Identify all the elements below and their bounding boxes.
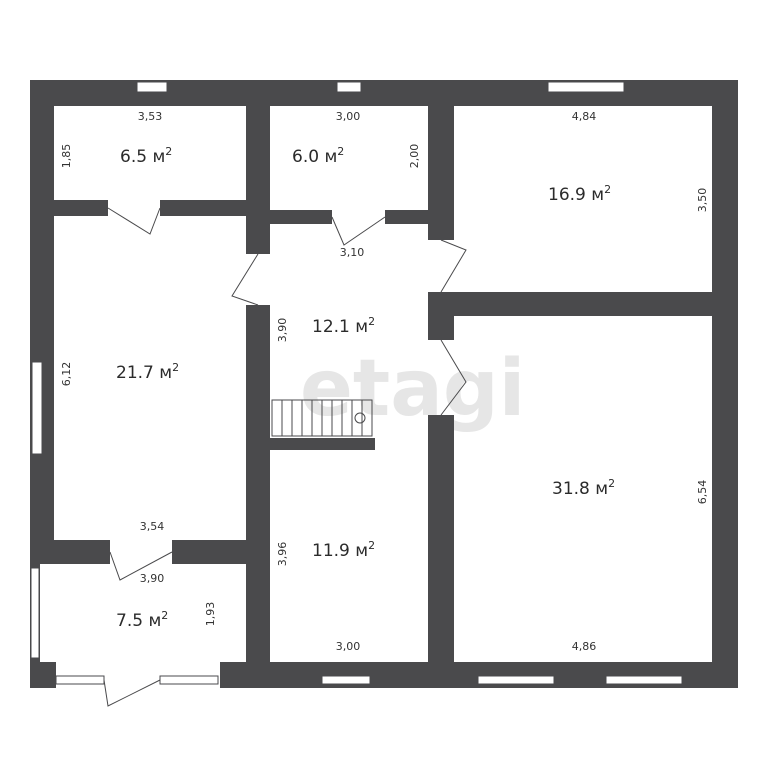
- dim-width-6-0: 3,00: [336, 110, 361, 123]
- dim-height-12-1: 3,90: [276, 318, 289, 343]
- window-top-1: [136, 81, 168, 93]
- dim-height-11-9: 3,96: [276, 542, 289, 567]
- window-top-3: [547, 81, 625, 93]
- dim-height-16-9: 3,50: [696, 188, 709, 213]
- window-bottom-3: [321, 675, 371, 685]
- wall-h-600-right: [385, 210, 428, 224]
- dim-height-21-7: 6,12: [60, 362, 73, 387]
- dim-width-7-5: 3,90: [140, 572, 165, 585]
- stairs-treads: [281, 400, 363, 436]
- windows: [30, 81, 683, 685]
- area-label-31-8: 31.8 м2: [552, 477, 615, 499]
- window-bottom-5: [605, 675, 683, 685]
- area-label-11-9: 11.9 м2: [312, 539, 375, 561]
- walls: [30, 80, 738, 688]
- doors: [103, 207, 467, 707]
- stairs-marker: [354, 412, 366, 424]
- dim-width-16-9: 4,84: [572, 110, 597, 123]
- dim-width-6-5: 3,53: [138, 110, 163, 123]
- wall-v2-upper: [428, 106, 454, 240]
- door-600: [331, 216, 386, 246]
- dim-width-31-8: 4,86: [572, 640, 597, 653]
- wall-v1-lower: [246, 305, 270, 662]
- door-entrance: [103, 679, 161, 707]
- wall-right: [712, 80, 738, 688]
- area-label-16-9: 16.9 м2: [548, 183, 611, 205]
- window-top-2: [336, 81, 362, 93]
- watermark: etagi: [300, 344, 525, 434]
- door-318: [440, 339, 467, 416]
- wall-h-665-right: [160, 200, 246, 216]
- wall-v2-lower: [428, 415, 454, 662]
- dim-height-6-0: 2,00: [408, 144, 421, 169]
- wall-h-stair: [270, 438, 375, 450]
- wall-top: [30, 80, 738, 106]
- wall-h-75-right: [172, 540, 246, 564]
- wall-bottom-left: [30, 662, 56, 688]
- dim-height-7-5: 1,93: [204, 602, 217, 627]
- dim-width-12-1: 3,10: [340, 246, 365, 259]
- wall-left-upper: [30, 80, 54, 560]
- wall-h-600: [270, 210, 332, 224]
- door-1210-right: [440, 239, 467, 293]
- stairs: [271, 399, 373, 437]
- wall-h-665: [54, 200, 108, 216]
- window-bottom-1: [55, 675, 105, 685]
- window-bottom-4: [477, 675, 555, 685]
- area-label-6-5: 6.5 м2: [120, 145, 172, 167]
- window-left-1: [31, 361, 43, 455]
- area-label-21-7: 21.7 м2: [116, 361, 179, 383]
- wall-h-169: [428, 292, 712, 316]
- wall-h-75: [40, 540, 110, 564]
- dim-width-21-7: 3,54: [140, 520, 165, 533]
- dim-height-6-5: 1,85: [60, 144, 73, 169]
- door-665: [107, 207, 161, 235]
- area-label-7-5: 7.5 м2: [116, 609, 168, 631]
- dim-width-11-9: 3,00: [336, 640, 361, 653]
- wall-v1: [246, 106, 270, 254]
- door-75: [109, 551, 173, 581]
- area-label-6-0: 6.0 м2: [292, 145, 344, 167]
- dim-height-31-8: 6,54: [696, 480, 709, 505]
- door-1210-left: [231, 253, 259, 306]
- area-label-12-1: 12.1 м2: [312, 315, 375, 337]
- window-left-2: [30, 567, 40, 659]
- window-bottom-2: [159, 675, 219, 685]
